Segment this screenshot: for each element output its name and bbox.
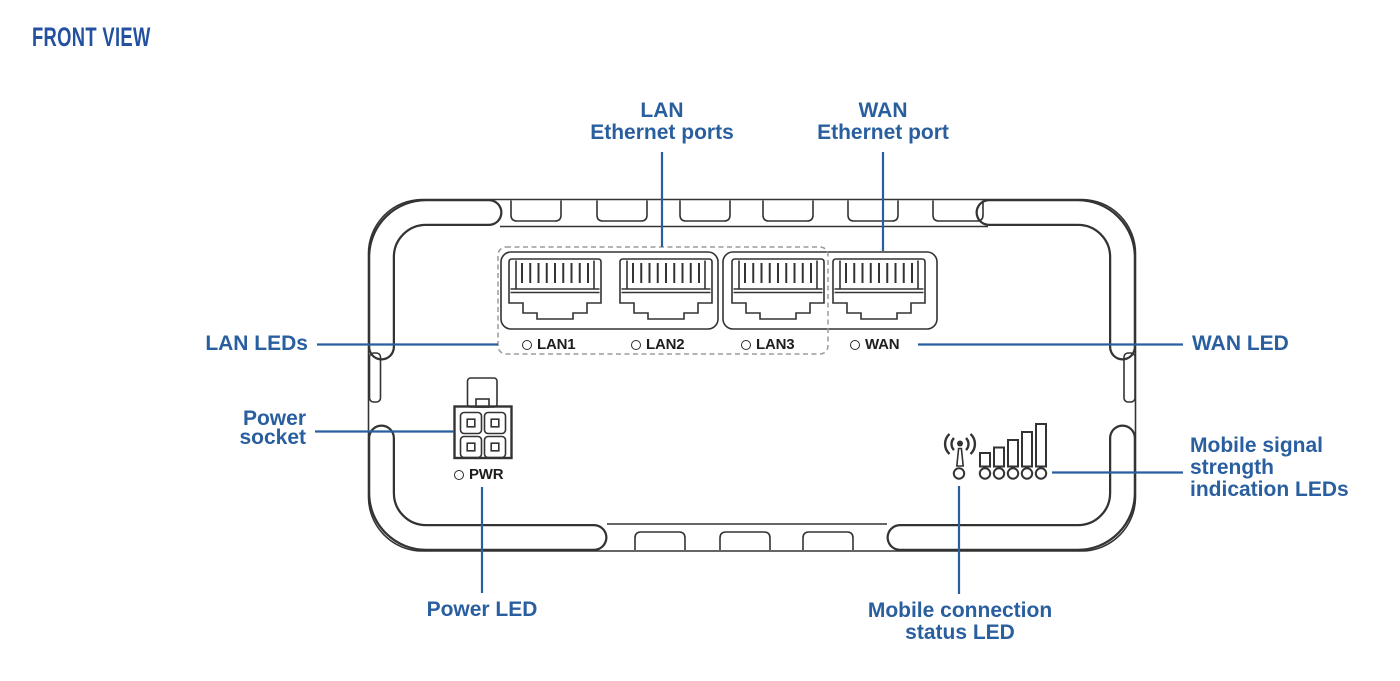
- left-side-latch: [368, 352, 382, 403]
- lan12-ports-frame: [500, 251, 719, 330]
- callout-line: LAN LEDs: [205, 332, 308, 355]
- callout-line: Power: [242, 407, 306, 430]
- callout-line: Power LED: [426, 598, 538, 621]
- wan-led-label: WAN: [850, 336, 900, 353]
- page-title: FRONT VIEW: [32, 22, 151, 52]
- callout-line: strength: [1190, 455, 1274, 479]
- signal-led-2: [992, 467, 1006, 480]
- lan2-led-label: LAN2: [631, 336, 685, 353]
- callout-mobile-connection-status-led: Mobile connection status LED: [850, 600, 1070, 643]
- lan3-port: [731, 258, 825, 320]
- pwr-led-dot: [454, 469, 464, 480]
- antenna-icon: [943, 433, 977, 467]
- callout-line: WAN LED: [1192, 332, 1289, 355]
- signal-led-4: [1020, 467, 1034, 480]
- leader-lines: [315, 152, 1183, 594]
- lan3-led-dot: [741, 339, 751, 350]
- callout-wan-ethernet-port: WAN Ethernet port: [783, 100, 983, 143]
- port-led-text: LAN1: [537, 336, 576, 353]
- callout-lan-leds: LAN LEDs: [108, 333, 308, 355]
- callout-line: Mobile connection: [867, 599, 1053, 622]
- callout-line: status LED: [905, 620, 1015, 644]
- lan1-port: [508, 258, 602, 320]
- callout-line: indication LEDs: [1190, 477, 1349, 501]
- lan2-port: [619, 258, 713, 320]
- right-side-latch: [1123, 352, 1136, 403]
- signal-led-3: [1006, 467, 1020, 480]
- wan-led-dot: [850, 339, 860, 350]
- callout-line: WAN: [858, 99, 908, 122]
- callout-line: Mobile signal: [1190, 434, 1324, 457]
- mobile-status-led-circle: [952, 467, 966, 480]
- router-outline: [367, 198, 1137, 552]
- lan1-led-label: LAN1: [522, 336, 576, 353]
- callout-power-led: Power LED: [382, 599, 582, 621]
- port-led-text: PWR: [469, 466, 504, 483]
- signal-strength-bars: [979, 423, 1047, 468]
- callout-line: LAN: [640, 99, 684, 122]
- port-led-text: LAN2: [646, 336, 685, 353]
- signal-led-1: [978, 467, 992, 480]
- signal-led-5: [1034, 467, 1048, 480]
- top-edge-tabs: [510, 200, 984, 222]
- wan-port: [832, 258, 926, 320]
- mobile-led-circles: [952, 467, 1048, 480]
- callout-mobile-signal-strength-leds: Mobile signal strength indication LEDs: [1190, 435, 1349, 500]
- power-socket-drawing: [453, 377, 513, 460]
- lan3-led-label: LAN3: [741, 336, 795, 353]
- callout-line: Ethernet port: [817, 120, 949, 144]
- port-led-text: WAN: [865, 336, 900, 353]
- bottom-edge-tabs: [634, 531, 854, 550]
- callout-line: socket: [239, 426, 306, 449]
- callout-lan-ethernet-ports: LAN Ethernet ports: [562, 100, 762, 143]
- callout-wan-led: WAN LED: [1192, 333, 1289, 355]
- callout-line: Ethernet ports: [590, 120, 734, 144]
- lan1-led-dot: [522, 339, 532, 350]
- lan3-wan-ports-frame: [722, 251, 938, 330]
- pwr-led-label: PWR: [454, 466, 504, 483]
- lan2-led-dot: [631, 339, 641, 350]
- callout-power-socket: Power socket: [106, 407, 306, 449]
- port-led-text: LAN3: [756, 336, 795, 353]
